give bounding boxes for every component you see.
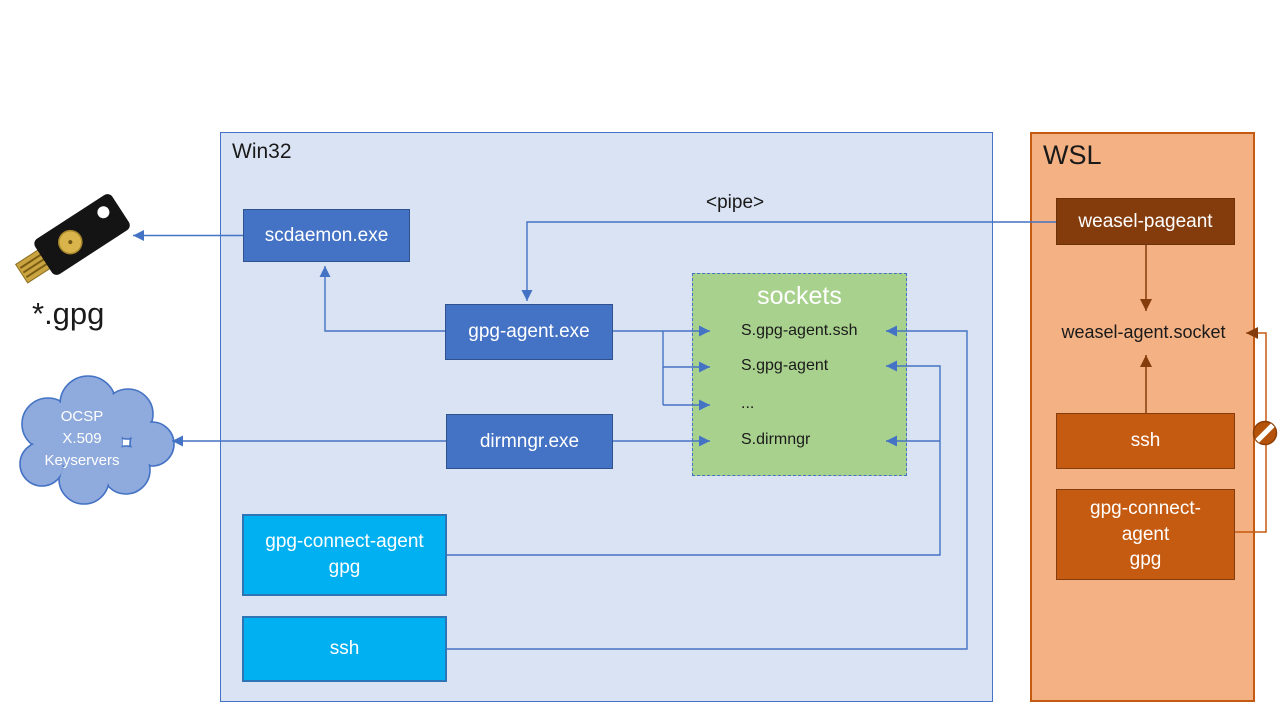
node-weasel-pageant: weasel-pageant <box>1056 198 1235 245</box>
weasel-agent-socket-label: weasel-agent.socket <box>1061 322 1226 342</box>
node-win32-gpg-connect-agent-label-line2: gpg <box>328 557 361 578</box>
node-gpg-agent-label: gpg-agent.exe <box>468 321 590 343</box>
node-win32-ssh: ssh <box>242 616 447 682</box>
socket-entry-gpg-agent: S.gpg-agent <box>741 357 829 374</box>
keyserver-cloud-label: OCSP X.509 Keyservers <box>22 406 142 472</box>
win32-region-label: Win32 <box>232 140 292 163</box>
socket-entry-dirmngr: S.dirmngr <box>741 431 811 448</box>
node-scdaemon: scdaemon.exe <box>243 209 410 262</box>
socket-entry-gpg-agent-ssh: S.gpg-agent.ssh <box>741 322 858 339</box>
cloud-label-line3: Keyservers <box>44 452 120 469</box>
node-wsl-ssh-label: ssh <box>1130 430 1161 452</box>
node-wsl-gpg-connect-agent-label-line3: gpg <box>1129 549 1162 571</box>
cloud-label-line2: X.509 <box>62 430 102 447</box>
node-wsl-ssh: ssh <box>1056 413 1235 469</box>
node-win32-gpg-connect-agent: gpg-connect-agent gpg <box>242 514 447 596</box>
node-wsl-gpg-connect-agent: gpg-connect- agent gpg <box>1056 489 1235 580</box>
sockets-title: sockets <box>757 282 842 310</box>
wsl-region-label: WSL <box>1043 140 1102 170</box>
node-weasel-pageant-label: weasel-pageant <box>1078 210 1213 232</box>
node-win32-gpg-connect-agent-label-line1: gpg-connect-agent <box>265 531 424 553</box>
pipe-label: <pipe> <box>706 192 765 213</box>
node-dirmngr: dirmngr.exe <box>446 414 613 469</box>
node-scdaemon-label: scdaemon.exe <box>264 224 389 246</box>
node-dirmngr-label: dirmngr.exe <box>479 430 580 452</box>
gpg-files-label: *.gpg <box>32 296 105 331</box>
node-wsl-gpg-connect-agent-label-line1: gpg-connect- <box>1090 498 1201 520</box>
cloud-label-line1: OCSP <box>60 408 104 425</box>
no-entry-icon <box>1252 420 1278 446</box>
sockets-group-box: sockets S.gpg-agent.ssh S.gpg-agent ... … <box>692 273 907 476</box>
node-gpg-agent: gpg-agent.exe <box>445 304 613 360</box>
socket-entry-ellipsis: ... <box>741 395 755 412</box>
node-wsl-gpg-connect-agent-label-line2: agent <box>1121 523 1170 545</box>
node-win32-ssh-label: ssh <box>329 638 360 660</box>
